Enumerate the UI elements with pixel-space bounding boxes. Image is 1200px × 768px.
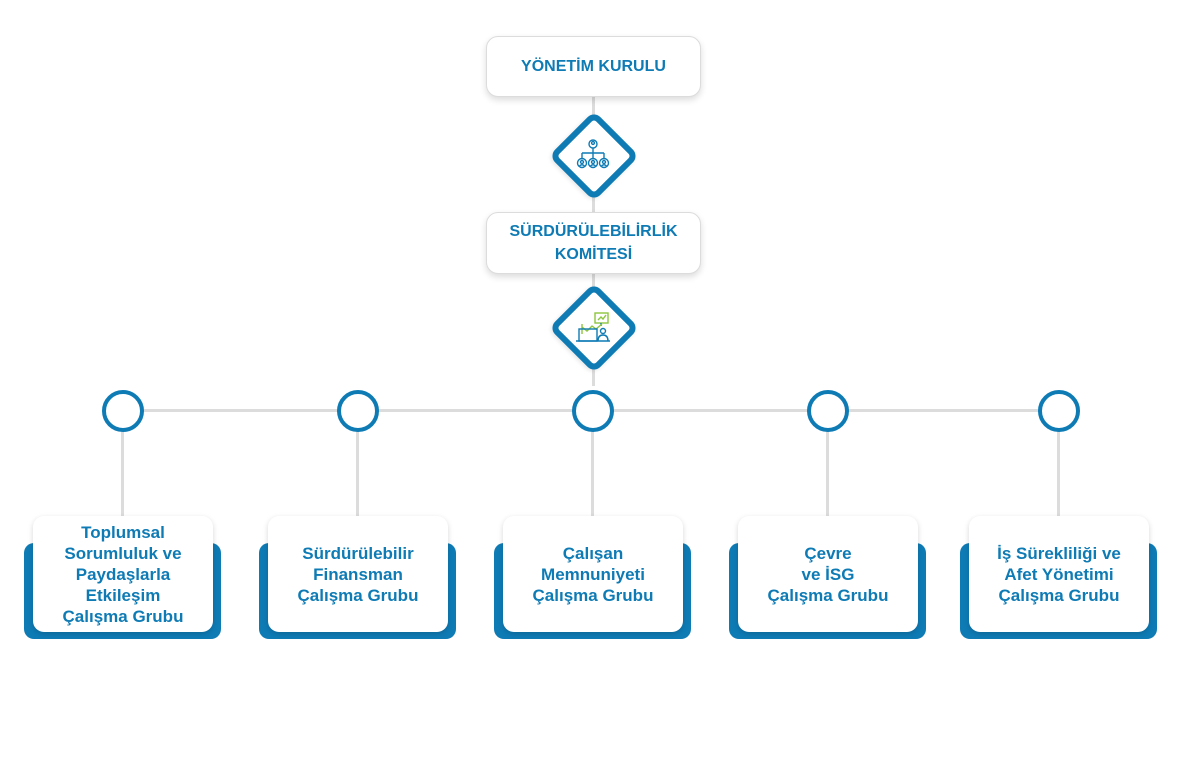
committee-box: SÜRDÜRÜLEBİLİRLİK KOMİTESİ xyxy=(486,212,701,274)
group-card-5: İş Sürekliliği ve Afet Yönetimi Çalışma … xyxy=(969,516,1149,632)
group-card-label: Çevre ve İSG Çalışma Grubu xyxy=(767,543,889,605)
org-chart-icon xyxy=(568,130,618,180)
connector-group-3 xyxy=(591,412,594,517)
group-card-2: Sürdürülebilir Finansman Çalışma Grubu xyxy=(268,516,448,632)
group-node-2 xyxy=(337,390,379,432)
group-card-label: Toplumsal Sorumluluk ve Paydaşlarla Etki… xyxy=(62,522,184,626)
committee-label-line2: KOMİTESİ xyxy=(554,246,633,263)
group-card-4: Çevre ve İSG Çalışma Grubu xyxy=(738,516,918,632)
board-box: YÖNETİM KURULU xyxy=(486,36,701,97)
group-card-label: Çalışan Memnuniyeti Çalışma Grubu xyxy=(532,543,654,605)
group-node-4 xyxy=(807,390,849,432)
board-label: YÖNETİM KURULU xyxy=(521,58,666,75)
committee-label-line1: SÜRDÜRÜLEBİLİRLİK xyxy=(509,223,678,240)
connector-group-1 xyxy=(121,412,124,517)
group-node-5 xyxy=(1038,390,1080,432)
group-card-label: İş Sürekliliği ve Afet Yönetimi Çalışma … xyxy=(997,543,1121,605)
group-node-1 xyxy=(102,390,144,432)
group-card-label: Sürdürülebilir Finansman Çalışma Grubu xyxy=(297,543,419,605)
group-card-3: Çalışan Memnuniyeti Çalışma Grubu xyxy=(503,516,683,632)
connector-group-4 xyxy=(826,412,829,517)
group-node-3 xyxy=(572,390,614,432)
presentation-chart-icon xyxy=(568,302,618,352)
connector-group-5 xyxy=(1057,412,1060,517)
connector-group-2 xyxy=(356,412,359,517)
group-card-1: Toplumsal Sorumluluk ve Paydaşlarla Etki… xyxy=(33,516,213,632)
